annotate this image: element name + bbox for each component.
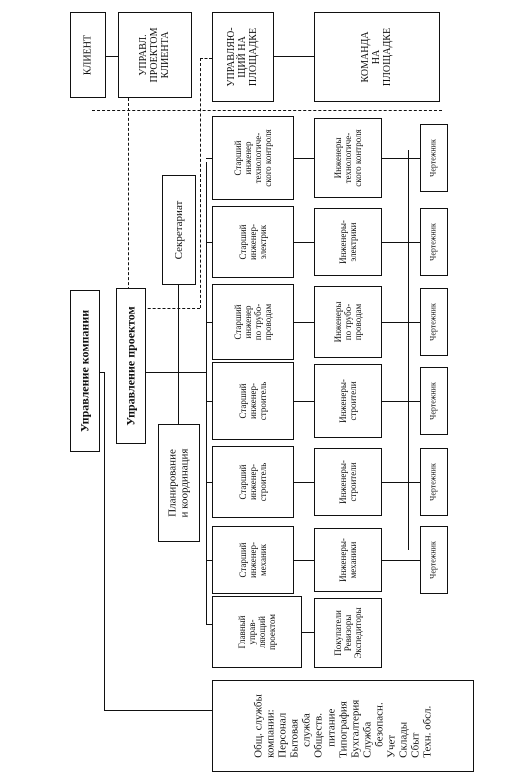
senior-engineer-label-2: Старший инженер- строитель xyxy=(237,381,269,421)
chief-pm-label: Главный управ- ляющий проектом xyxy=(236,613,278,651)
site-dashed-link xyxy=(200,58,201,308)
site-connector xyxy=(274,56,314,58)
engineers-to-drafter-3 xyxy=(382,322,420,324)
senior-engineer-label-1: Старший инженер- строитель xyxy=(237,462,269,502)
client-label: КЛИЕНТ xyxy=(82,34,94,76)
site-dashed-link-bottom xyxy=(128,308,200,309)
services-list: Общ. службы компании: Персонал Бытовая с… xyxy=(252,694,434,758)
secretariat-box: Секретариат xyxy=(162,175,196,285)
senior-to-engineers-1 xyxy=(294,482,314,484)
engineers-to-drafter-2 xyxy=(382,401,420,403)
senior-to-engineers-0 xyxy=(294,560,314,562)
bus-to-senior-0 xyxy=(206,560,212,562)
site-dashed-link-top xyxy=(200,58,212,59)
engineers-label-4: Инженеры- электрики xyxy=(337,220,358,264)
senior-to-engineers-3 xyxy=(294,322,314,324)
senior-to-engineers-4 xyxy=(294,242,314,244)
drafter-label-4: Чертежник xyxy=(428,223,438,261)
chief-pm-box: Главный управ- ляющий проектом xyxy=(212,596,302,668)
engineers-box-3: Инженеры по трубо- проводам xyxy=(314,286,382,358)
services-box: Общ. службы компании: Персонал Бытовая с… xyxy=(212,680,474,772)
client-pm-label: УПРАВЛ. ПРОЕКТОМ КЛИЕНТА xyxy=(138,27,172,83)
site-team-label: КОМАНДА НА ПЛОЩАДКЕ xyxy=(360,27,394,87)
engineers-box-5: Инженеры технологиче- ского контроля xyxy=(314,118,382,198)
engineers-label-0: Инженеры- механики xyxy=(337,538,358,582)
project-to-bus xyxy=(146,372,206,374)
secretariat-stem xyxy=(178,285,180,373)
engineers-label-1: Инженеры- строители xyxy=(337,460,358,504)
senior-engineer-label-5: Старший инженер технологиче- ского контр… xyxy=(232,129,274,187)
senior-to-engineers-5 xyxy=(294,158,314,160)
bus-to-senior-4 xyxy=(206,242,212,244)
company-management-label: Управление компании xyxy=(77,309,92,433)
drafter-bus xyxy=(408,150,410,550)
bus-to-senior-1 xyxy=(206,482,212,484)
planning-label: Планирование и координация xyxy=(166,448,191,518)
secretariat-label: Секретариат xyxy=(172,200,185,260)
company-management-box: Управление компании xyxy=(70,290,100,452)
engineers-to-drafter-1 xyxy=(382,482,420,484)
drafter-label-0: Чертежник xyxy=(428,541,438,579)
section-separator xyxy=(92,110,442,111)
client-connector xyxy=(106,56,118,58)
project-management-label: Управление проектом xyxy=(123,306,138,426)
engineers-box-2: Инженеры- строители xyxy=(314,364,382,438)
drafter-box-3: Чертежник xyxy=(420,288,448,356)
senior-engineer-box-1: Старший инженер- строитель xyxy=(212,446,294,518)
bus-to-senior-3 xyxy=(206,322,212,324)
drafter-label-5: Чертежник xyxy=(428,139,438,177)
engineers-box-0: Инженеры- механики xyxy=(314,528,382,592)
chief-pm-connector xyxy=(206,624,212,626)
drafter-box-1: Чертежник xyxy=(420,448,448,516)
senior-engineer-box-5: Старший инженер технологиче- ского контр… xyxy=(212,116,294,200)
chief-to-buyers xyxy=(302,632,314,634)
senior-engineer-box-2: Старший инженер- строитель xyxy=(212,362,294,440)
engineers-box-1: Инженеры- строители xyxy=(314,448,382,516)
engineers-label-3: Инженеры по трубо- проводам xyxy=(332,301,364,343)
engineers-label-5: Инженеры технологиче- ского контроля xyxy=(332,129,364,187)
drafter-box-0: Чертежник xyxy=(420,526,448,594)
bus-to-senior-5 xyxy=(206,158,212,160)
engineers-box-4: Инженеры- электрики xyxy=(314,208,382,276)
company-to-services-h0 xyxy=(100,372,105,374)
engineers-to-drafter-5 xyxy=(382,158,420,160)
client-pm-box: УПРАВЛ. ПРОЕКТОМ КЛИЕНТА xyxy=(118,12,192,98)
drafter-label-1: Чертежник xyxy=(428,463,438,501)
site-manager-label: УПРАВЛЯЮ- ЩИЙ НА ПЛОЩАДКЕ xyxy=(226,27,260,87)
senior-engineer-box-0: Старший инженер- механик xyxy=(212,526,294,594)
drafter-label-3: Чертежник xyxy=(428,303,438,341)
senior-engineer-label-4: Старший инженер- электрик xyxy=(237,223,269,261)
engineers-label-2: Инженеры- строители xyxy=(337,379,358,423)
senior-engineer-box-3: Старший инженер по трубо- проводам xyxy=(212,284,294,360)
drafter-box-4: Чертежник xyxy=(420,208,448,276)
planning-stem xyxy=(178,372,180,424)
drafter-box-2: Чертежник xyxy=(420,367,448,435)
company-to-services-h xyxy=(104,710,212,712)
client-box: КЛИЕНТ xyxy=(70,12,106,98)
project-management-box: Управление проектом xyxy=(116,288,146,444)
buyers-box: Покупатели Ревизоры Экспедиторы xyxy=(314,598,382,668)
site-manager-box: УПРАВЛЯЮ- ЩИЙ НА ПЛОЩАДКЕ xyxy=(212,12,274,102)
site-team-box: КОМАНДА НА ПЛОЩАДКЕ xyxy=(314,12,440,102)
engineers-to-drafter-0 xyxy=(382,560,420,562)
buyers-label: Покупатели Ревизоры Экспедиторы xyxy=(332,607,364,659)
senior-engineer-label-3: Старший инженер по трубо- проводам xyxy=(232,303,274,341)
senior-to-engineers-2 xyxy=(294,401,314,403)
bus-to-senior-2 xyxy=(206,401,212,403)
company-to-services-v xyxy=(104,372,106,710)
engineers-to-drafter-4 xyxy=(382,242,420,244)
client-pm-dashed-link xyxy=(128,98,129,310)
planning-box: Планирование и координация xyxy=(158,424,200,542)
drafter-box-5: Чертежник xyxy=(420,124,448,192)
senior-engineer-box-4: Старший инженер- электрик xyxy=(212,206,294,278)
senior-engineer-label-0: Старший инженер- механик xyxy=(237,541,269,579)
main-bus xyxy=(206,162,208,624)
drafter-label-2: Чертежник xyxy=(428,382,438,420)
